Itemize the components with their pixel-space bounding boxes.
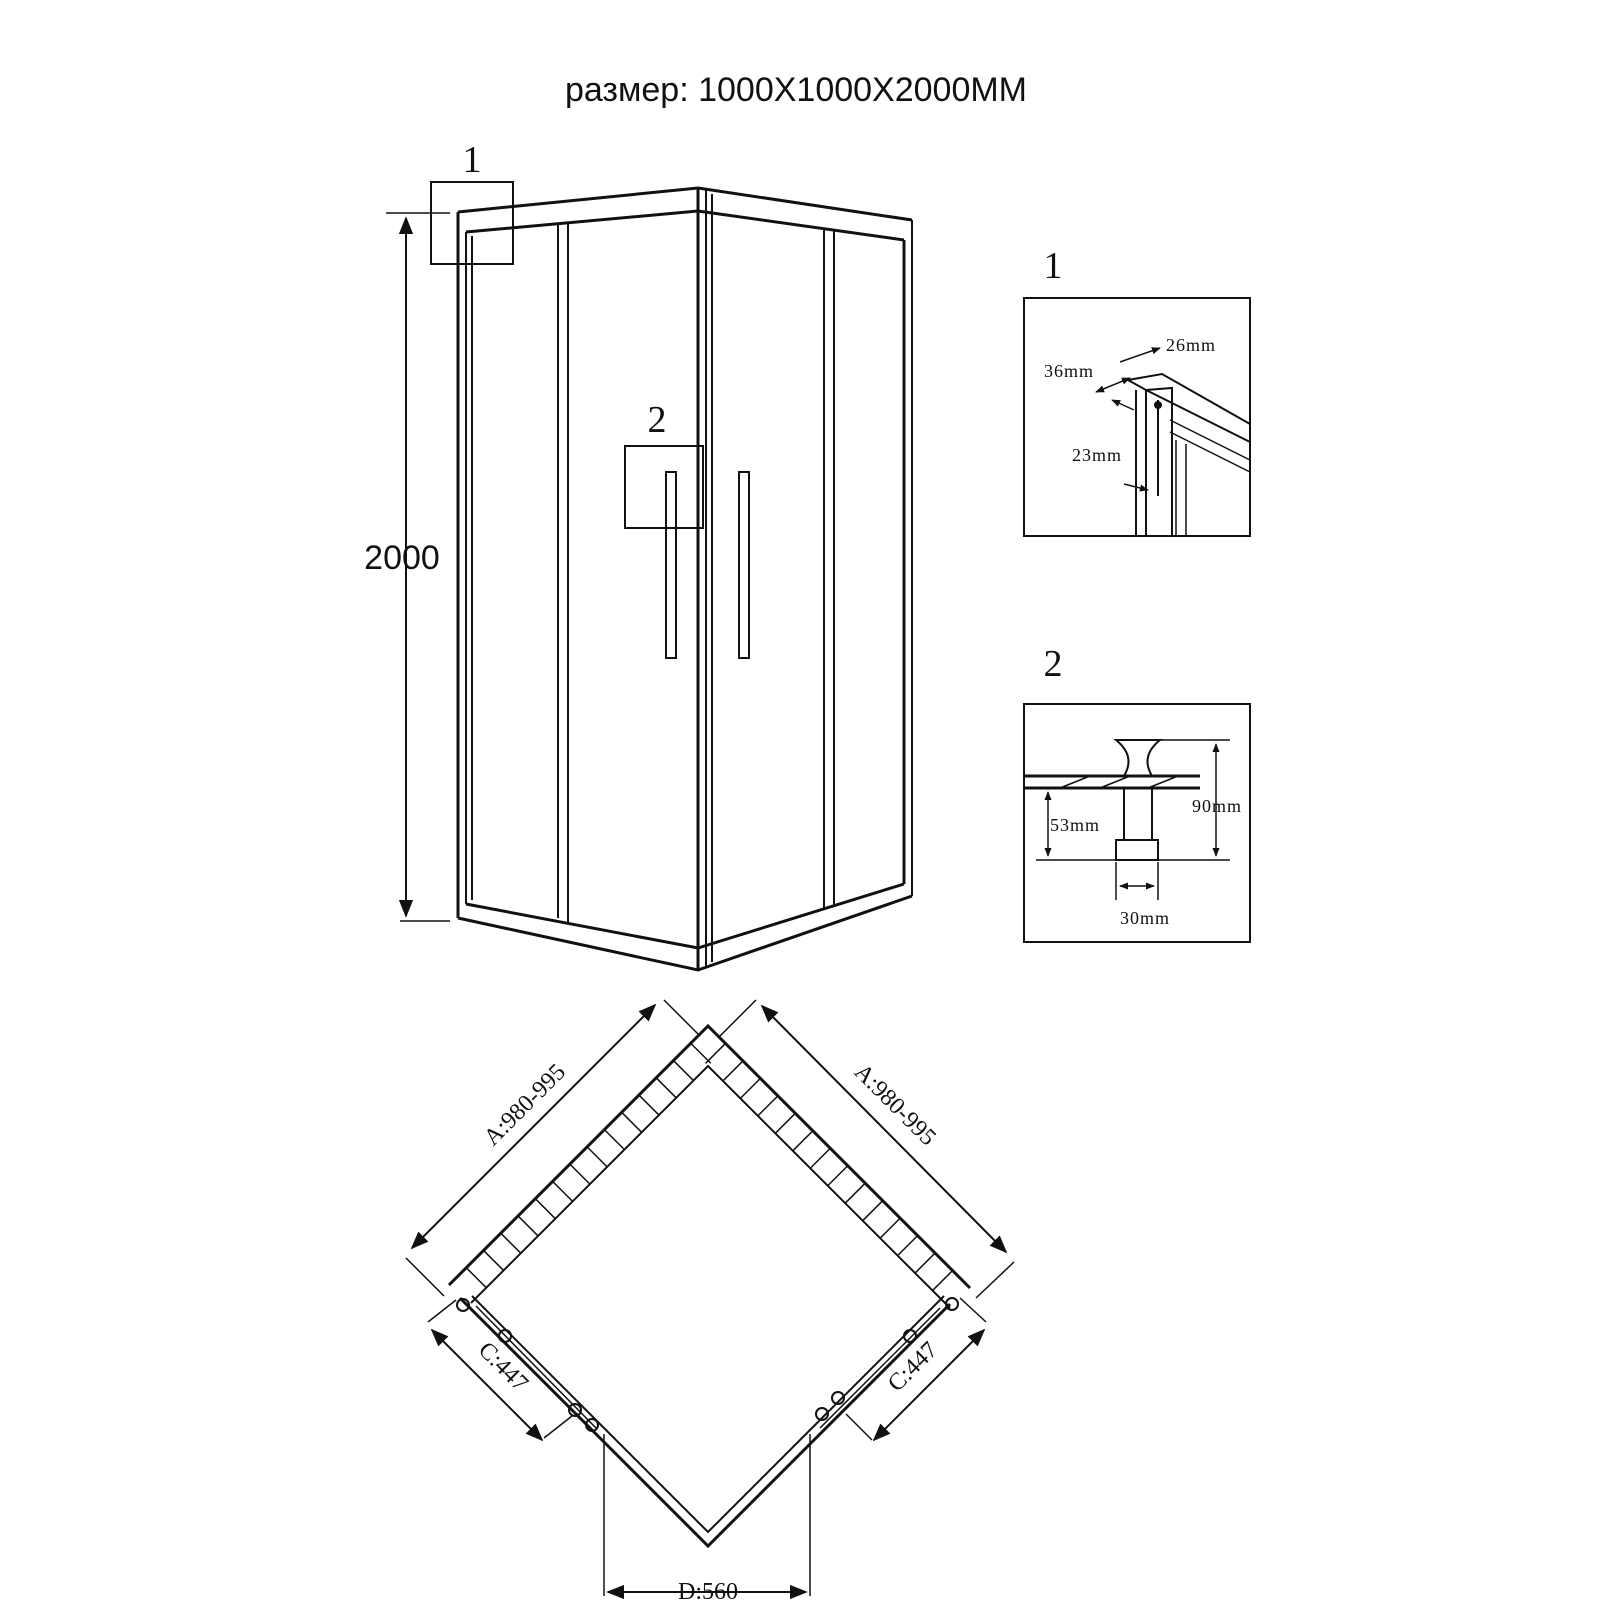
wall-hatch-line [500, 1232, 522, 1254]
wall-hatch-line [465, 1267, 487, 1289]
callout-box-2 [624, 445, 704, 529]
detail-1-26mm: 26mm [1166, 335, 1216, 355]
callout-number-2: 2 [648, 399, 667, 441]
detail-2: 2 90mm 53mm 30mm [1023, 643, 1251, 943]
wall-hatch-line [757, 1095, 779, 1117]
detail-1-36mm: 36mm [1044, 361, 1094, 381]
wall-hatch-line [586, 1146, 608, 1168]
wall-hatch-line [809, 1147, 831, 1169]
height-label: 2000 [364, 539, 440, 577]
wall-hatch-line [792, 1130, 814, 1152]
detail-1: 1 26mm 36mm 23mm [1023, 245, 1251, 537]
plan-d: D:560 [678, 1579, 738, 1600]
wall-hatch-line [483, 1249, 505, 1271]
callout-box-1 [430, 181, 514, 265]
wall-hatch-line [603, 1129, 625, 1151]
wall-hatch-line [704, 1042, 726, 1064]
plan-c-left: C:447 [473, 1337, 533, 1397]
wall-hatch-line [897, 1235, 919, 1257]
wall-hatch-line [722, 1060, 744, 1082]
wall-hatch-line [739, 1077, 761, 1099]
wall-hatch-line [517, 1215, 539, 1237]
plan-view: A:980-995 A:980-995 C:447 C:447 D:560 [405, 999, 1015, 1600]
wall-hatch-line [690, 1042, 712, 1064]
wall-hatch-line [844, 1182, 866, 1204]
detail-2-number: 2 [1044, 643, 1063, 685]
wall-hatch-line [672, 1060, 694, 1082]
wall-hatch-line [774, 1112, 796, 1134]
wall-hatch-line [914, 1252, 936, 1274]
detail-1-number: 1 [1044, 245, 1063, 287]
wall-hatch-line [655, 1077, 677, 1099]
plan-a-right: A:980-995 [849, 1059, 941, 1151]
wall-hatch-line [827, 1165, 849, 1187]
wall-hatch-line [569, 1163, 591, 1185]
callout-number-1: 1 [463, 139, 482, 181]
wall-hatch-line [932, 1270, 954, 1292]
size-title: размер: 1000X1000X2000MM [565, 71, 1027, 109]
wall-hatch-line [534, 1198, 556, 1220]
plan-c-right: C:447 [883, 1337, 943, 1397]
wall-hatch-line [638, 1094, 660, 1116]
wall-hatch-line [552, 1180, 574, 1202]
detail-2-53mm: 53mm [1050, 815, 1100, 835]
wall-hatch-line [879, 1217, 901, 1239]
wall-hatch-line [621, 1111, 643, 1133]
detail-2-90mm: 90mm [1192, 796, 1242, 816]
plan-a-left: A:980-995 [479, 1059, 571, 1151]
front-elevation: 2000 1 2 [364, 139, 913, 972]
detail-2-30mm: 30mm [1120, 908, 1170, 928]
detail-1-23mm: 23mm [1072, 445, 1122, 465]
wall-hatch-line [862, 1200, 884, 1222]
